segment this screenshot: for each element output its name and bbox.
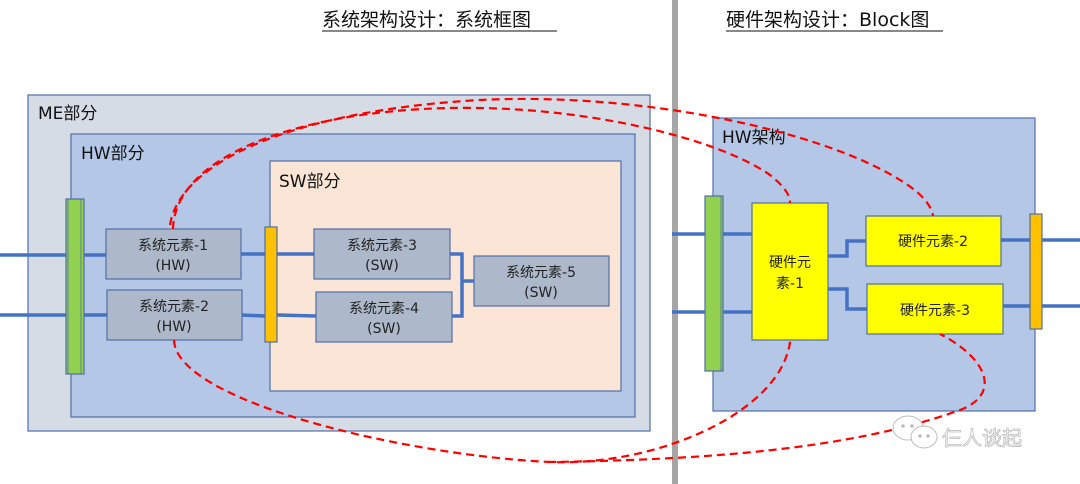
svg-text:(HW): (HW) bbox=[155, 258, 190, 274]
mapping-loop-hw-elements-2-3 bbox=[168, 97, 935, 226]
svg-text:系统元素-2: 系统元素-2 bbox=[139, 299, 209, 315]
watermark: 仨人谈起 bbox=[892, 415, 1022, 450]
system-element-1: 系统元素-1 (HW) bbox=[105, 228, 242, 280]
sw-section-label: SW部分 bbox=[279, 172, 341, 192]
hw-element-2: 硬件元素-2 bbox=[865, 215, 1002, 267]
external-connector-green bbox=[65, 198, 85, 375]
me-section-label: ME部分 bbox=[38, 104, 97, 124]
svg-text:(HW): (HW) bbox=[156, 319, 191, 335]
svg-text:系统元素-1: 系统元素-1 bbox=[138, 238, 208, 254]
wechat-icon bbox=[892, 415, 938, 449]
hw-sw-interface-connector bbox=[264, 226, 278, 343]
hw-output-connector-orange bbox=[1029, 213, 1043, 330]
svg-text:(SW): (SW) bbox=[365, 258, 399, 274]
hw-element-1: 硬件元 素-1 bbox=[751, 202, 829, 341]
mapping-dashed-loops bbox=[168, 97, 986, 464]
system-element-5: 系统元素-5 (SW) bbox=[473, 255, 610, 307]
svg-text:系统元素-3: 系统元素-3 bbox=[347, 238, 417, 254]
watermark-text: 仨人谈起 bbox=[942, 426, 1022, 450]
hw-wires bbox=[672, 232, 1080, 314]
hw-input-connector-green bbox=[704, 195, 724, 372]
svg-text:硬件元素-3: 硬件元素-3 bbox=[900, 303, 970, 319]
system-wires bbox=[0, 252, 474, 318]
svg-text:素-1: 素-1 bbox=[776, 276, 804, 292]
hw-element-3: 硬件元素-3 bbox=[866, 283, 1004, 335]
title-hw-block-diagram: 硬件架构设计：Block图 bbox=[726, 9, 929, 31]
svg-text:系统元素-5: 系统元素-5 bbox=[506, 265, 576, 281]
title-system-block-diagram: 系统架构设计：系统框图 bbox=[322, 9, 531, 31]
mapping-loop-hw-element-1 bbox=[171, 106, 792, 230]
svg-text:系统元素-4: 系统元素-4 bbox=[349, 301, 419, 317]
svg-text:(SW): (SW) bbox=[524, 285, 558, 301]
hw-architecture-label: HW架构 bbox=[722, 128, 786, 148]
system-element-2: 系统元素-2 (HW) bbox=[106, 289, 243, 341]
svg-text:硬件元素-2: 硬件元素-2 bbox=[898, 234, 968, 250]
svg-text:(SW): (SW) bbox=[367, 321, 401, 337]
section-divider bbox=[672, 0, 678, 484]
hw-section-label: HW部分 bbox=[81, 144, 145, 164]
svg-text:硬件元: 硬件元 bbox=[769, 255, 811, 271]
system-element-4: 系统元素-4 (SW) bbox=[315, 291, 453, 343]
system-element-3: 系统元素-3 (SW) bbox=[313, 228, 451, 280]
